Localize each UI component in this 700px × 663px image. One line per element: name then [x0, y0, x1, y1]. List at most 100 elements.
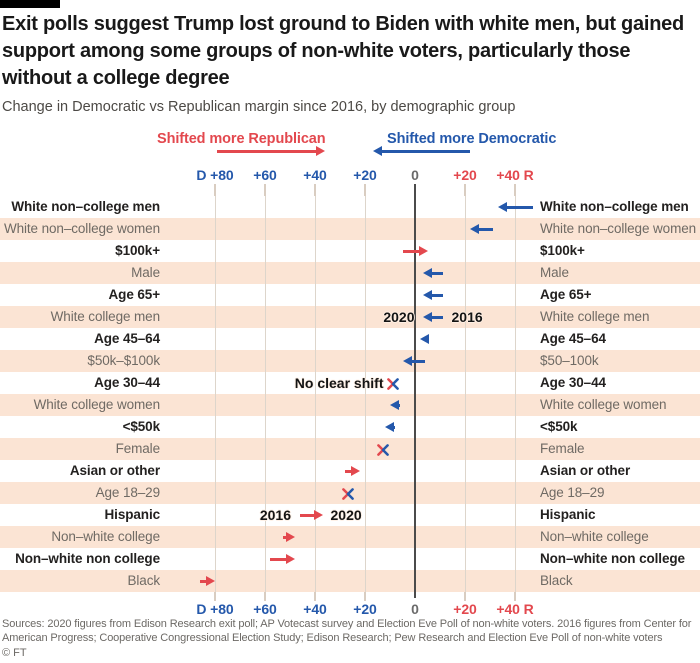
row-label-right: White non–college women: [540, 221, 697, 236]
axis-tick-label: +40: [303, 601, 327, 617]
axis-tick-mark: [514, 184, 516, 196]
row-label-right: $50–100k: [540, 353, 599, 368]
axis-tick-mark: [514, 592, 516, 601]
axis-tick-mark: [214, 184, 216, 196]
row-label-right: White college women: [540, 397, 667, 412]
shift-arrow-line: [402, 249, 421, 253]
axis-tick-label: +20: [453, 167, 477, 183]
row-label-left: White college women: [33, 397, 161, 412]
shift-arrow-head-icon: [402, 356, 412, 366]
shift-arrow-line: [200, 579, 208, 583]
shift-arrow-line: [345, 469, 353, 473]
demographic-row: $50k–$100k $50–100k: [0, 350, 700, 372]
arrow-start-year-label: 2016: [451, 309, 483, 325]
row-label-left: Black: [127, 573, 160, 588]
shift-arrow-head-icon: [390, 400, 399, 410]
gridline: [365, 196, 366, 592]
axis-tick-label: +40 R: [496, 167, 534, 183]
row-label-left: Age 65+: [108, 287, 161, 302]
demographic-row: Black Black: [0, 570, 700, 592]
ft-top-bar: [0, 0, 60, 8]
axis-tick-label: D +80: [196, 167, 234, 183]
ft-copyright: © FT: [2, 647, 27, 659]
chart-title: Exit polls suggest Trump lost ground to …: [2, 13, 685, 89]
demographic-row: Male Male: [0, 262, 700, 284]
row-label-left: Male: [131, 265, 160, 280]
demographic-row: Non–white non college Non–white non colle…: [0, 548, 700, 570]
shift-arrow-head-icon: [470, 224, 479, 234]
row-label-left: $100k+: [115, 243, 160, 258]
row-label-left: $50k–$100k: [87, 353, 160, 368]
row-label-right: Age 45–64: [540, 331, 606, 346]
shift-arrow-line: [504, 205, 533, 209]
row-label-left: Asian or other: [69, 463, 160, 478]
axis-tick-label: +60: [253, 167, 277, 183]
demographic-row: White non–college women White non–college…: [0, 218, 700, 240]
row-label-right: Non–white non college: [540, 551, 685, 566]
row-label-left: <$50k: [122, 419, 161, 434]
shift-arrow-head-icon: [206, 576, 215, 586]
row-label-right: Asian or other: [540, 463, 631, 478]
arrow-end-year-label: 2020: [383, 309, 415, 325]
axis-tick-mark: [314, 592, 316, 601]
republican-direction-arrow-head-icon: [316, 146, 325, 156]
shift-arrow-head-icon: [422, 290, 432, 300]
shift-arrow-line: [282, 535, 288, 539]
row-label-right: White non–college men: [540, 199, 689, 214]
no-clear-shift-x-icon: [376, 443, 389, 456]
demographic-row: Age 30–44 Age 30–44 No clear shift: [0, 372, 700, 394]
shift-arrow-head-icon: [497, 202, 507, 212]
shift-arrow-line: [409, 359, 425, 363]
demographic-row: Age 45–64 Age 45–64: [0, 328, 700, 350]
shift-arrow-head-icon: [351, 466, 360, 476]
row-label-left: Age 45–64: [94, 331, 160, 346]
shift-arrow-line: [477, 227, 493, 231]
row-label-left: Age 30–44: [94, 375, 160, 390]
row-label-right: Age 18–29: [540, 485, 605, 500]
no-clear-shift-note: No clear shift: [294, 375, 384, 391]
shift-arrow-line: [300, 513, 316, 517]
shift-arrow-head-icon: [286, 532, 295, 542]
axis-tick-label: 0: [411, 167, 419, 183]
row-label-right: Age 65+: [540, 287, 592, 302]
row-label-left: Non–white college: [51, 529, 160, 544]
axis-tick-mark: [314, 184, 316, 196]
row-label-right: Age 30–44: [540, 375, 606, 390]
democratic-direction-arrow-line: [381, 150, 470, 153]
shift-arrow-head-icon: [313, 510, 323, 520]
shift-arrow-head-icon: [286, 554, 295, 564]
row-label-right: Male: [540, 265, 569, 280]
shift-arrow-line: [270, 557, 288, 561]
arrow-end-year-label: 2020: [330, 507, 362, 523]
no-clear-shift-x-icon: [386, 377, 399, 390]
row-label-left: Age 18–29: [95, 485, 161, 500]
row-label-left: Non–white non college: [15, 551, 160, 566]
republican-direction-arrow-line: [217, 150, 317, 153]
axis-tick-mark: [464, 592, 466, 601]
legend-shifted-more-democratic: Shifted more Democratic: [387, 131, 557, 147]
demographic-row: Asian or other Asian or other: [0, 460, 700, 482]
row-label-right: Black: [540, 573, 573, 588]
axis-tick-label: +20: [353, 601, 377, 617]
axis-tick-label: +60: [253, 601, 277, 617]
demographic-row: White college women White college women: [0, 394, 700, 416]
demographic-row: Age 18–29 Age 18–29: [0, 482, 700, 504]
no-clear-shift-x-icon: [341, 487, 354, 500]
axis-tick-mark: [264, 184, 266, 196]
row-label-left: White college men: [50, 309, 160, 324]
shift-arrow-line: [397, 403, 400, 407]
axis-tick-label: +20: [353, 167, 377, 183]
shift-arrow-head-icon: [385, 422, 394, 432]
demographic-row: Age 65+ Age 65+: [0, 284, 700, 306]
demographic-row: <$50k<$50k: [0, 416, 700, 438]
arrow-start-year-label: 2016: [259, 507, 291, 523]
axis-tick-label: +40: [303, 167, 327, 183]
shift-arrow-line: [427, 337, 428, 341]
row-label-left: White non–college women: [3, 221, 160, 236]
gridline: [265, 196, 266, 592]
